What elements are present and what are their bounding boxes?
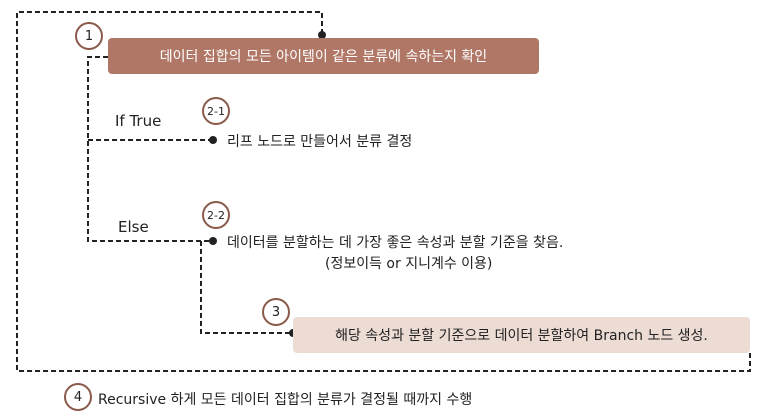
step-2-1-text: 리프 노드로 만들어서 분류 결정 xyxy=(227,134,413,150)
step-2-1-number: 2-1 xyxy=(202,97,230,125)
step-2-2-number: 2-2 xyxy=(202,201,230,229)
step-2-2-text: 데이터를 분할하는 데 가장 좋은 속성과 분할 기준을 찾음. xyxy=(227,235,564,251)
recursive-loop-line xyxy=(16,11,751,372)
if-true-label: If True xyxy=(115,112,162,130)
junction-dot xyxy=(209,237,217,245)
main-branch-line xyxy=(87,56,213,242)
step-1-number: 1 xyxy=(75,22,103,50)
step-3-number: 3 xyxy=(262,298,290,326)
step-4-text: Recursive 하게 모든 데이터 집합의 분류가 결정될 때까지 수행 xyxy=(98,392,473,408)
else-label: Else xyxy=(118,218,149,236)
step-1-box: 데이터 집합의 모든 아이템이 같은 분류에 속하는지 확인 xyxy=(108,38,539,74)
step-2-2-subtext: (정보이득 or 지니계수 이용) xyxy=(325,256,493,272)
step-4-number: 4 xyxy=(64,383,92,411)
else-to-split-line xyxy=(200,241,293,334)
junction-dot xyxy=(318,31,326,39)
junction-dot xyxy=(209,136,217,144)
step-3-box: 해당 속성과 분할 기준으로 데이터 분할하여 Branch 노드 생성. xyxy=(293,317,750,353)
